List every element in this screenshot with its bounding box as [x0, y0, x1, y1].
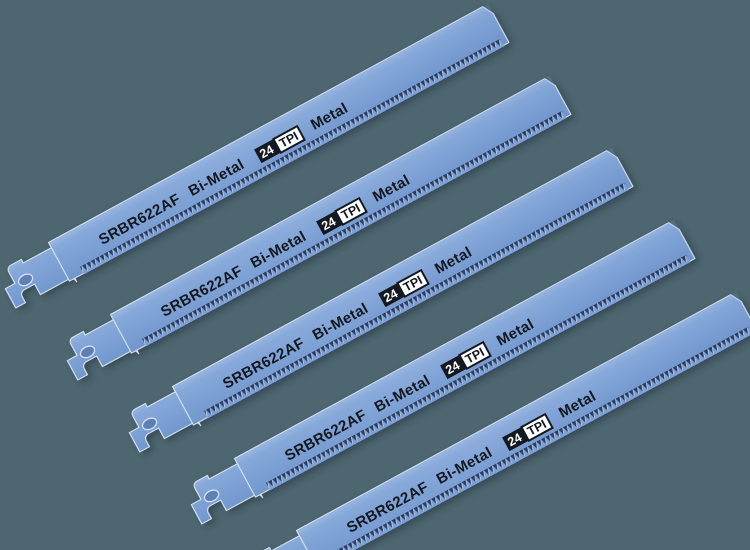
tpi-number-text: 24 — [505, 430, 524, 449]
mounting-hole — [17, 273, 34, 287]
saw-blade-5[interactable]: SRBR622AF Bi-Metal 24 TPI Metal — [244, 291, 750, 550]
blade-teeth — [79, 38, 505, 275]
mounting-hole — [141, 417, 158, 431]
blade-teeth — [327, 326, 750, 550]
tpi-badge: 24 TPI — [440, 340, 492, 380]
saw-blade-4[interactable]: SRBR622AF Bi-Metal 24 TPI Metal — [182, 219, 697, 529]
tpi-badge: 24 TPI — [254, 124, 306, 164]
tpi-number-text: 24 — [443, 358, 462, 377]
tpi-number-text: 24 — [381, 286, 400, 305]
tpi-badge: 24 TPI — [316, 196, 368, 236]
tpi-badge: 24 TPI — [502, 412, 554, 452]
saw-blade-1[interactable]: SRBR622AF Bi-Metal 24 TPI Metal — [0, 3, 511, 313]
mounting-hole — [203, 489, 220, 503]
tpi-badge: 24 TPI — [378, 268, 430, 308]
blade-teeth — [203, 182, 629, 419]
blade-teeth — [265, 254, 691, 491]
tpi-number-text: 24 — [319, 214, 338, 233]
blade-teeth — [141, 110, 567, 347]
mounting-hole — [79, 345, 96, 359]
tpi-number-text: 24 — [257, 142, 276, 161]
